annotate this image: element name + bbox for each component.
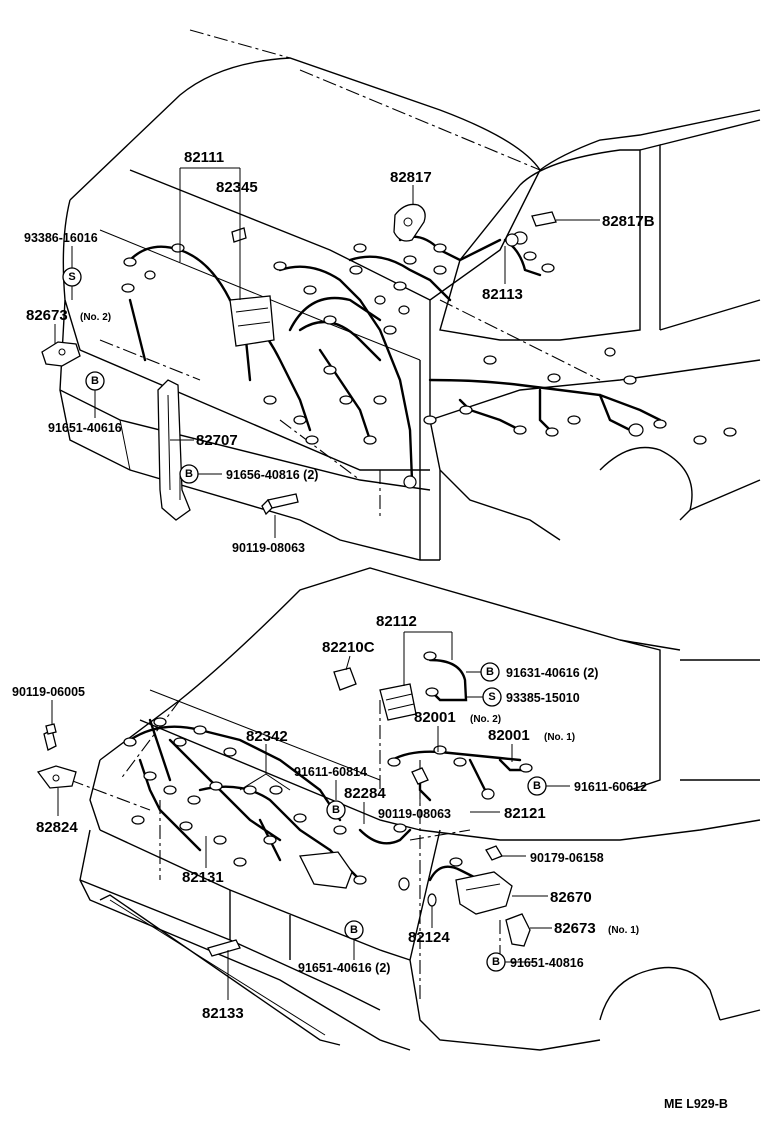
- label-82284: 82284: [344, 785, 386, 802]
- label-82345: 82345: [216, 179, 258, 196]
- label-82131: 82131: [182, 869, 224, 886]
- bottom-leader-lines: [51, 631, 570, 1000]
- label-82824: 82824: [36, 819, 78, 836]
- label-91611-60612: 91611-60612: [574, 780, 647, 794]
- label-82111: 82111: [184, 149, 224, 166]
- label-82001-no1-note: (No. 1): [544, 732, 575, 743]
- bottom-connectors: [123, 651, 533, 907]
- top-leader-lines: [54, 167, 600, 538]
- label-93386-16016: 93386-16016: [24, 231, 98, 245]
- label-91611-60814: 91611-60814: [294, 765, 367, 779]
- bottom-components: [36, 667, 531, 957]
- label-90119-08063-bottom: 90119-08063: [378, 807, 451, 821]
- label-82121: 82121: [504, 805, 546, 822]
- label-82670: 82670: [550, 889, 592, 906]
- label-91651-40616: 91651-40616: [48, 421, 122, 435]
- badge-bolt-bottom-5: B: [486, 952, 506, 972]
- label-82124: 82124: [408, 929, 450, 946]
- label-82673-no2-note: (No. 2): [80, 312, 111, 323]
- badge-letter: S: [68, 271, 75, 283]
- badge-screw-bottom: S: [482, 687, 502, 707]
- label-90179-06158: 90179-06158: [530, 851, 604, 865]
- top-wiring-harness: [128, 235, 662, 482]
- badge-letter: B: [492, 956, 500, 968]
- badge-screw-top: S: [62, 267, 82, 287]
- label-93385-15010: 93385-15010: [506, 691, 580, 705]
- badge-bolt-bottom-4: B: [344, 920, 364, 940]
- bottom-vehicle-body: [69, 567, 761, 1051]
- badge-letter: B: [185, 468, 193, 480]
- diagram-code: ME L929-B: [664, 1097, 728, 1111]
- label-82210C: 82210C: [322, 639, 375, 656]
- label-82001-no2: 82001: [414, 709, 456, 726]
- badge-letter: S: [488, 691, 495, 703]
- label-82133: 82133: [202, 1005, 244, 1022]
- badge-bolt-bottom-1: B: [480, 662, 500, 682]
- label-82113: 82113: [482, 286, 523, 303]
- badge-letter: B: [350, 924, 358, 936]
- label-82112: 82112: [376, 613, 417, 630]
- badge-bolt-bottom-3: B: [326, 800, 346, 820]
- top-vehicle-body: [59, 29, 761, 561]
- label-82001-no2-note: (No. 2): [470, 714, 501, 725]
- badge-letter: B: [91, 375, 99, 387]
- label-90119-08063-top: 90119-08063: [232, 541, 305, 555]
- label-82707: 82707: [196, 432, 238, 449]
- bottom-wiring-harness: [128, 658, 527, 892]
- label-82673-no1-note: (No. 1): [608, 925, 639, 936]
- label-82673-no2: 82673: [26, 307, 68, 324]
- label-82001-no1: 82001: [488, 727, 530, 744]
- label-91651-40816: 91651-40816: [510, 956, 584, 970]
- badge-letter: B: [533, 780, 541, 792]
- top-components: [41, 203, 557, 521]
- label-82342: 82342: [246, 728, 288, 745]
- badge-bolt-top-1: B: [85, 371, 105, 391]
- label-82817: 82817: [390, 169, 432, 186]
- label-90119-06005: 90119-06005: [12, 685, 85, 699]
- top-connectors: [121, 231, 737, 489]
- label-91631-40616: 91631-40616 (2): [506, 666, 598, 680]
- label-91651-40616-2: 91651-40616 (2): [298, 961, 390, 975]
- badge-letter: B: [486, 666, 494, 678]
- label-91656-40816: 91656-40816 (2): [226, 468, 318, 482]
- badge-letter: B: [332, 804, 340, 816]
- badge-bolt-bottom-2: B: [527, 776, 547, 796]
- label-82673-no1: 82673: [554, 920, 596, 937]
- badge-bolt-top-2: B: [179, 464, 199, 484]
- label-82817B: 82817B: [602, 213, 655, 230]
